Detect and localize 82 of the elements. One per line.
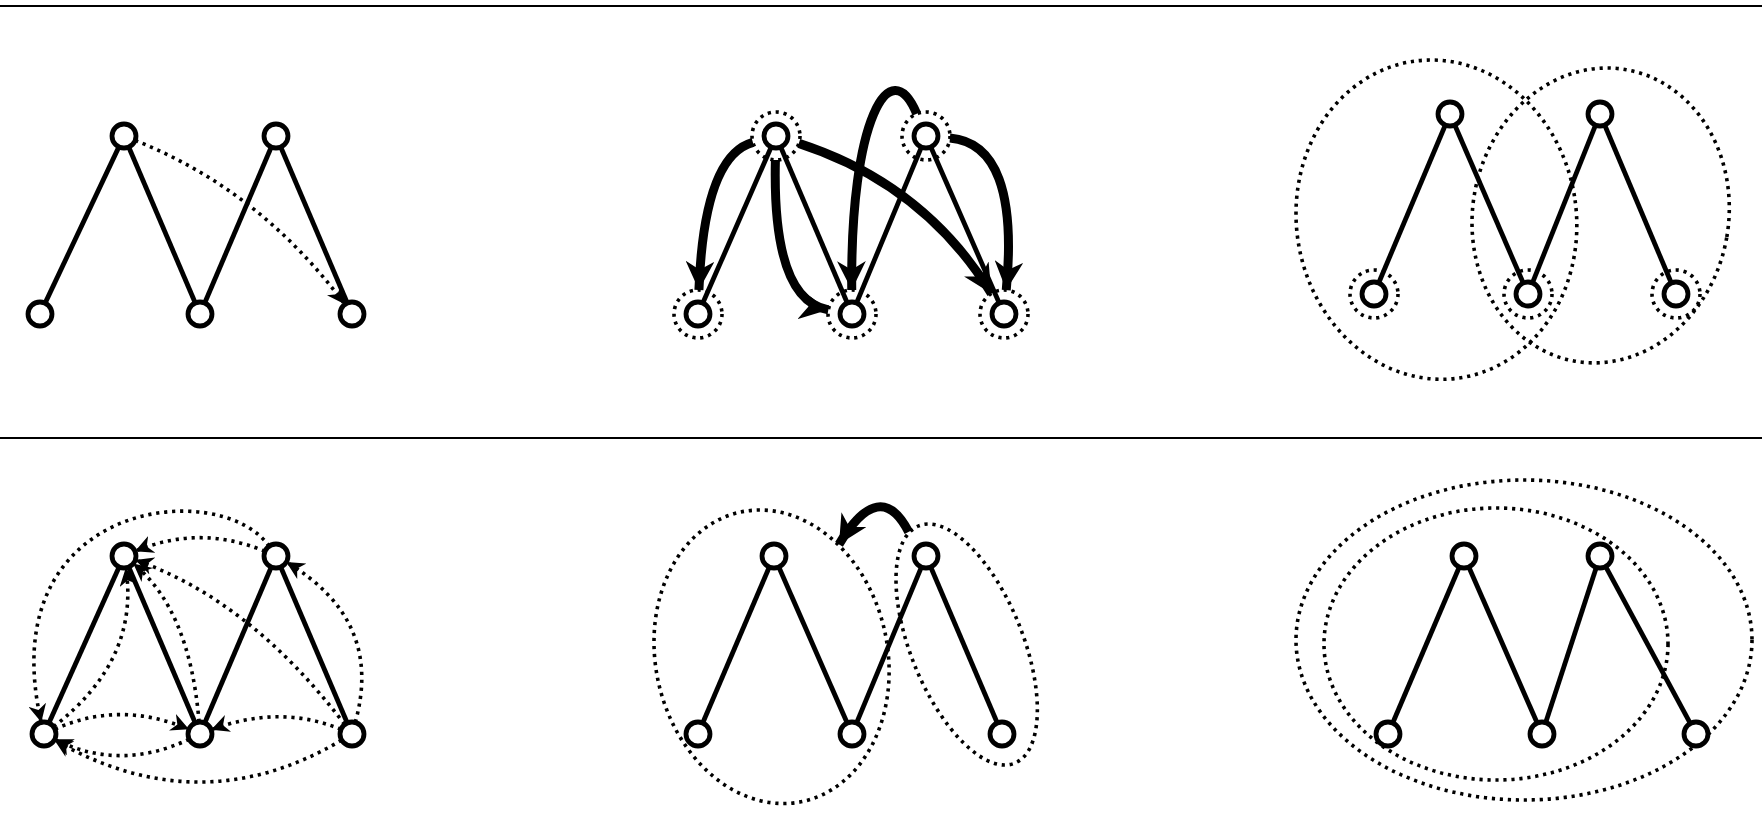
dotted-arrow (54, 712, 190, 732)
vertex-circle (1372, 718, 1404, 750)
dotted-enclosure (891, 519, 1041, 769)
vertex-circle (1680, 718, 1712, 750)
vertex-circle (1357, 277, 1390, 310)
vertex-circle (835, 717, 868, 750)
edge-line (42, 145, 122, 305)
vertex-circle (28, 718, 60, 750)
vertex-circle (760, 120, 792, 152)
dotted-ring (748, 108, 804, 164)
edge-line (700, 146, 774, 304)
vertex-circle (108, 120, 140, 152)
dotted-enclosure (1320, 504, 1672, 784)
dotted-enclosure (1291, 56, 1581, 384)
dotted-enclosure (650, 505, 894, 807)
dotted-enclosure (1292, 476, 1756, 804)
dotted-enclosure (1467, 64, 1733, 368)
dotted-arrow (134, 138, 347, 306)
edge-line (776, 566, 850, 724)
dotted-arrow (29, 509, 271, 723)
vertex-circle (184, 718, 216, 750)
dotted-arrow (210, 715, 342, 733)
vertex-circle (909, 539, 942, 572)
dotted-ring (898, 108, 954, 164)
vertex-circle (260, 120, 292, 152)
vertex-circle (985, 717, 1018, 750)
edge-line (1530, 124, 1598, 284)
vertex-circle (1512, 278, 1544, 310)
vertex-circle (988, 298, 1020, 330)
vertex-circle (757, 539, 790, 572)
edge-line (854, 146, 924, 304)
edge-line (1452, 124, 1526, 284)
dotted-arrow (53, 738, 343, 784)
thick-arrow (797, 139, 996, 297)
thick-arrow (835, 502, 913, 547)
edge-line (928, 146, 1002, 304)
dotted-ring (976, 286, 1032, 342)
vertex-circle (24, 298, 56, 330)
dotted-arrow (52, 567, 137, 729)
dotted-ring (1647, 265, 1704, 322)
dotted-arrow (285, 560, 364, 723)
edge-line (1602, 124, 1674, 284)
vertex-circle (1584, 540, 1616, 572)
vertex-circle (1659, 277, 1692, 310)
edge-line (1376, 124, 1448, 284)
vertex-circle (336, 718, 368, 750)
vertex-circle (681, 717, 714, 750)
edge-line (1390, 566, 1462, 724)
vertex-circle (1448, 540, 1480, 572)
thick-arrow (837, 86, 921, 291)
thick-arrow (770, 159, 830, 316)
vertex-circle (108, 540, 140, 572)
edge-line (1543, 566, 1599, 724)
edge-line (278, 566, 350, 724)
edge-line (1466, 566, 1540, 724)
vertex-circle (336, 298, 368, 330)
dotted-ring (670, 286, 726, 342)
vertex-circle (836, 298, 868, 330)
edge-line (126, 146, 198, 304)
vertex-circle (1583, 97, 1616, 130)
vertex-circle (260, 540, 292, 572)
edge-line (278, 146, 350, 304)
dotted-arrow (54, 737, 190, 758)
dotted-ring (1500, 266, 1556, 322)
dotted-arrow (134, 558, 347, 726)
edge-line (854, 566, 924, 724)
vertex-circle (184, 298, 216, 330)
vertex-circle (1526, 718, 1558, 750)
edge-line (778, 146, 850, 304)
edge-line (46, 565, 122, 725)
dotted-arrow (134, 535, 266, 554)
edge-line (700, 566, 772, 724)
vertex-circle (682, 298, 714, 330)
edge-line (202, 146, 274, 304)
thick-arrow (949, 133, 1023, 291)
vertex-circle (910, 120, 942, 152)
edge-line (1603, 565, 1693, 725)
vertex-circle (1433, 97, 1466, 130)
edge-line (202, 566, 274, 724)
dotted-ring (824, 286, 880, 342)
dotted-ring (1345, 265, 1402, 322)
thick-arrow (686, 138, 755, 291)
